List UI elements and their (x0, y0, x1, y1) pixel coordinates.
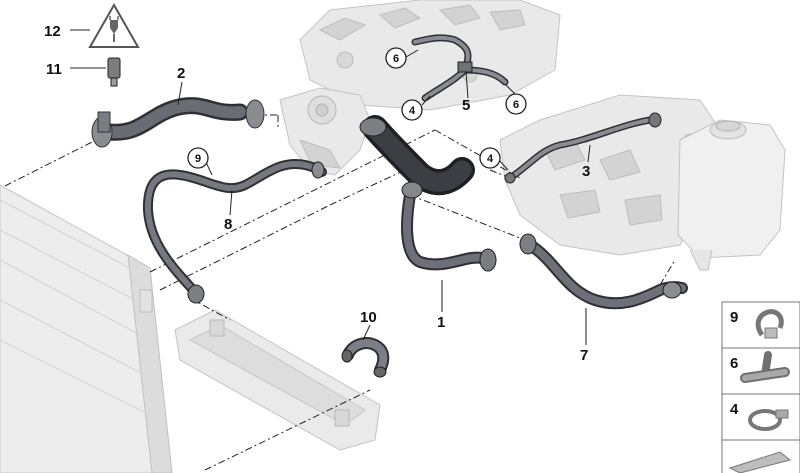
hose-clamp-icon (748, 409, 789, 431)
svg-text:9: 9 (195, 153, 201, 165)
callout-10: 10 (360, 309, 377, 326)
callout-2: 2 (177, 65, 185, 82)
svg-text:9: 9 (730, 309, 738, 326)
callout-12: 12 (44, 23, 61, 40)
callout-5: 5 (462, 97, 470, 114)
legend-item-clip[interactable]: 9 (721, 301, 800, 349)
svg-text:6: 6 (730, 355, 738, 372)
callout-7: 7 (580, 347, 588, 364)
callout-9: 9 (187, 147, 209, 169)
hose-2[interactable] (91, 97, 265, 148)
t-connector-icon (740, 351, 790, 383)
expansion-tank (677, 119, 786, 271)
hose-5[interactable] (411, 34, 509, 102)
callout-3: 3 (582, 163, 590, 180)
svg-text:4: 4 (730, 401, 739, 418)
callout-6-right: 6 (505, 93, 527, 115)
svg-text:6: 6 (513, 99, 519, 111)
callout-11: 11 (46, 61, 62, 78)
hose-3[interactable] (504, 112, 662, 184)
leader-lines (70, 29, 591, 345)
svg-text:4: 4 (487, 153, 494, 165)
legend-item-partial (721, 439, 800, 473)
svg-text:6: 6 (393, 53, 399, 65)
electrical-warning-icon (88, 2, 140, 48)
callout-6-top: 6 (385, 47, 407, 69)
auxiliary-radiator (174, 309, 381, 451)
cylinder-head (299, 0, 561, 111)
hose-1[interactable] (359, 115, 497, 272)
temperature-sensor[interactable] (107, 57, 121, 87)
callout-4-mid: 4 (479, 147, 501, 169)
radiator (0, 184, 173, 473)
callout-8: 8 (224, 216, 232, 233)
hose-10[interactable] (341, 337, 390, 378)
clip-icon (755, 309, 784, 339)
thermostat-housing (279, 87, 371, 176)
parts-legend: 9 6 4 (721, 301, 800, 473)
hose-8[interactable] (142, 159, 327, 304)
legend-item-hose-clamp[interactable]: 4 (721, 393, 800, 441)
legend-item-t-connector[interactable]: 6 (721, 347, 800, 395)
callout-1: 1 (437, 314, 445, 331)
engine-block (499, 94, 721, 256)
hose-7[interactable] (519, 233, 688, 310)
callout-4-top: 4 (401, 99, 423, 121)
svg-text:4: 4 (409, 105, 416, 117)
